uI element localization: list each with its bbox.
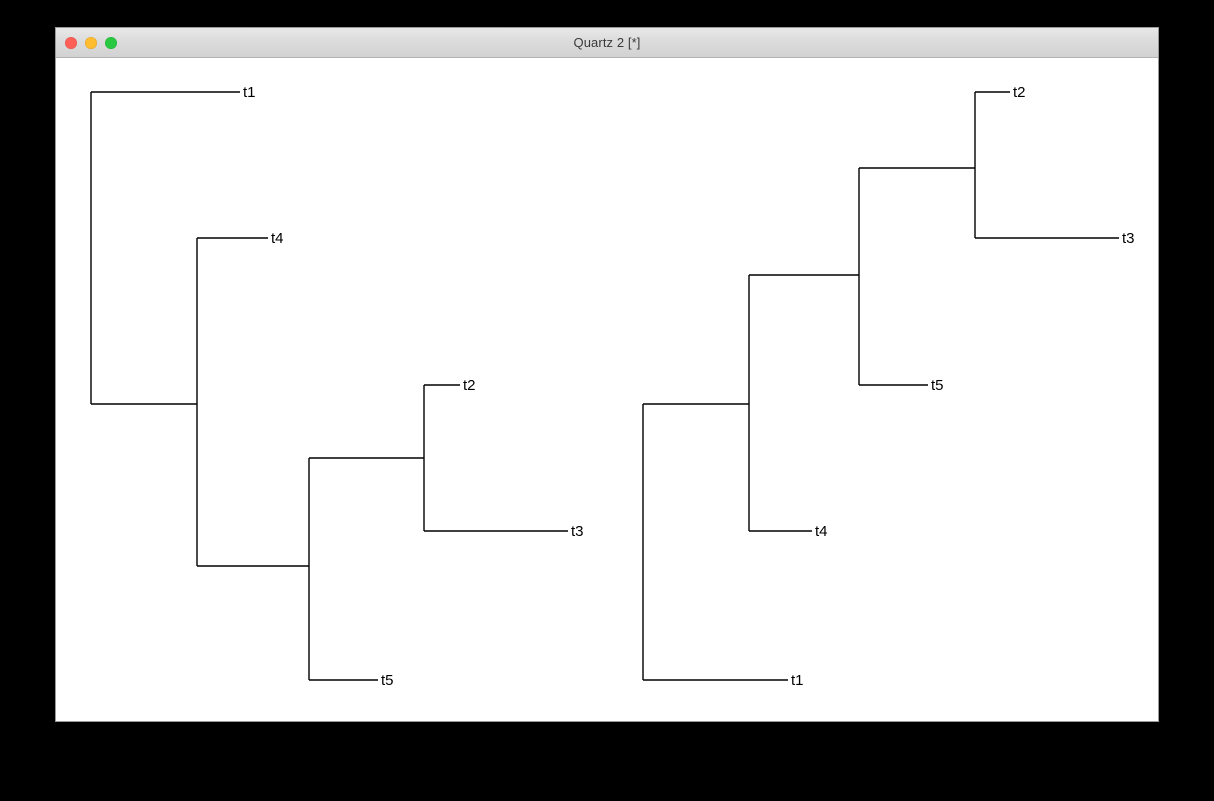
tip-label-t2: t2 bbox=[463, 377, 476, 394]
tip-label-t5: t5 bbox=[931, 377, 944, 394]
phylogenetic-tree-figure: t1 t4 t2 t3 t5 t2 t3 t5 t4 t1 bbox=[90, 84, 1135, 689]
minimize-button-icon[interactable] bbox=[85, 36, 97, 49]
tip-label-t3: t3 bbox=[1122, 230, 1135, 247]
window-controls bbox=[65, 28, 117, 57]
window-titlebar[interactable]: Quartz 2 [*] bbox=[56, 28, 1158, 58]
tip-label-t3: t3 bbox=[571, 523, 584, 540]
tip-label-t4: t4 bbox=[271, 230, 284, 247]
quartz-window: Quartz 2 [*] t1 t4 t2 t3 t5 t2 t3 t5 t4 t1 bbox=[56, 28, 1158, 721]
tree-left: t1 t4 t2 t3 t5 bbox=[90, 84, 584, 689]
plot-canvas: t1 t4 t2 t3 t5 t2 t3 t5 t4 t1 bbox=[56, 58, 1158, 721]
zoom-button-icon[interactable] bbox=[105, 36, 117, 49]
window-title: Quartz 2 [*] bbox=[573, 35, 641, 50]
tip-label-t1: t1 bbox=[791, 672, 804, 689]
tip-label-t1: t1 bbox=[243, 84, 256, 101]
tip-label-t4: t4 bbox=[815, 523, 828, 540]
tree-right: t2 t3 t5 t4 t1 bbox=[642, 84, 1135, 689]
tip-label-t2: t2 bbox=[1013, 84, 1026, 101]
close-button-icon[interactable] bbox=[65, 36, 77, 49]
tip-label-t5: t5 bbox=[381, 672, 394, 689]
